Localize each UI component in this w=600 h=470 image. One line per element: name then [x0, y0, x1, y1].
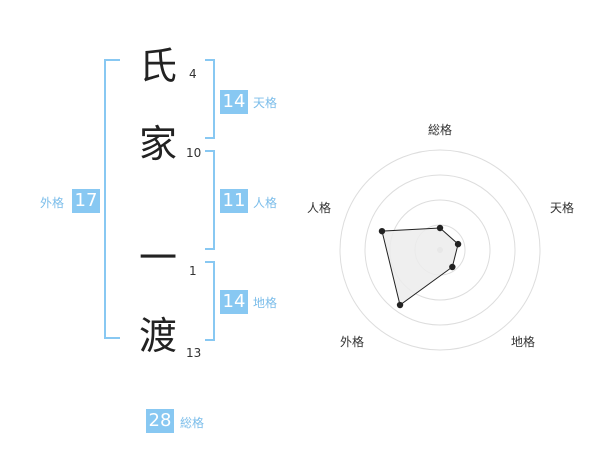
radar-data-polygon [381, 227, 459, 306]
radar-label-tenkaku: 天格 [550, 201, 575, 215]
jinkaku-value-box: 11 [220, 189, 248, 213]
chikaku-value-box: 14 [220, 290, 248, 314]
name-char-4: 渡 [138, 314, 177, 358]
tenkaku-label: 天格 [253, 96, 278, 110]
radar-point-4 [378, 227, 386, 235]
radar-grid [339, 149, 541, 351]
radar-point-1 [454, 240, 462, 248]
stroke-count-2: 10 [186, 146, 202, 160]
name-char-1: 氏 [138, 44, 177, 88]
gaikaku-label: 外格 [40, 196, 65, 210]
stroke-count-1: 4 [189, 67, 197, 81]
soukaku-label: 総格 [180, 416, 205, 430]
tenkaku-value-box: 14 [220, 90, 248, 114]
stroke-count-4: 13 [186, 346, 202, 360]
radar-data-points [378, 224, 462, 309]
name-char-3: 一 [138, 236, 177, 280]
soukaku-value-box: 28 [146, 409, 174, 433]
radar-point-3 [396, 301, 404, 309]
gaikaku-value-box: 17 [72, 189, 100, 213]
radar-point-2 [449, 263, 456, 271]
name-char-2: 家 [138, 122, 177, 166]
chikaku-label: 地格 [253, 296, 278, 310]
chikaku-bracket [205, 261, 215, 341]
radar-label-soukaku: 総格 [428, 123, 453, 137]
jinkaku-bracket [205, 150, 215, 250]
jinkaku-label: 人格 [253, 196, 278, 210]
radar-ring-3 [364, 174, 516, 326]
radar-ring-4 [339, 149, 541, 351]
tenkaku-bracket [205, 59, 215, 139]
radar-label-gaikaku: 外格 [340, 335, 365, 349]
radar-label-jinkaku: 人格 [307, 201, 332, 215]
radar-label-chikaku: 地格 [511, 335, 536, 349]
stroke-count-3: 1 [189, 264, 197, 278]
radar-point-0 [436, 224, 444, 232]
gaikaku-bracket [104, 59, 120, 339]
